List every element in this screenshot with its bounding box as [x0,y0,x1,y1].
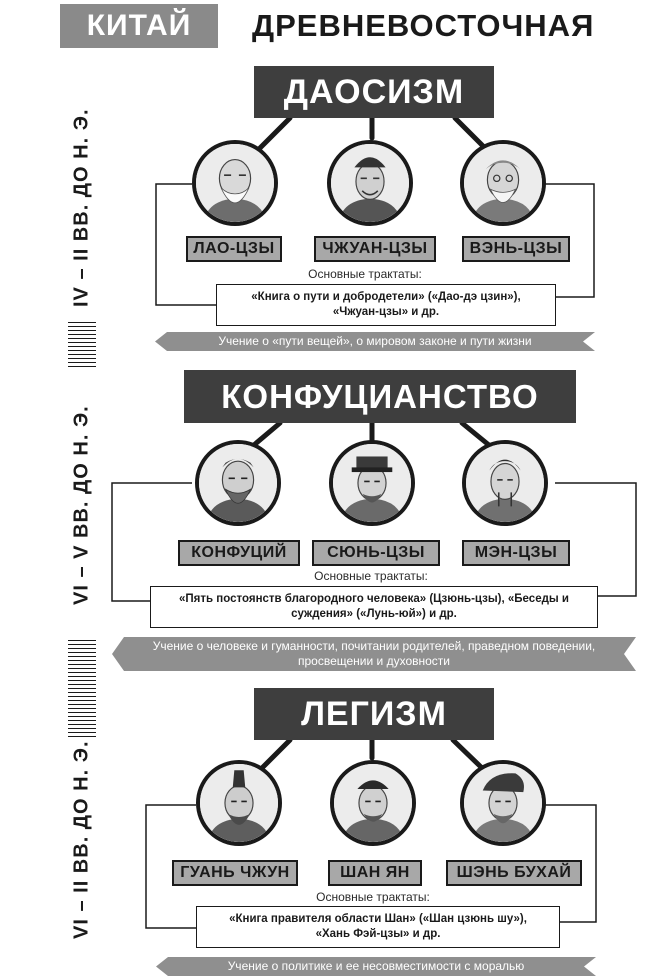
treatise-line: «Книга правителя области Шан» («Шан цзюн… [229,913,527,925]
portrait-shang-yang [330,760,416,846]
treatise-line: суждения» («Лунь-юй») и др. [291,608,457,620]
timeline-ruler [68,640,96,740]
philosopher-name: ВЭНЬ-ЦЗЫ [462,236,570,262]
timeline-ruler [68,322,96,370]
sage-portrait-icon [466,444,544,522]
philosopher-name: ШАН ЯН [328,860,422,886]
treatise-box: «Книга о пути и добродетели» («Дао-дэ цз… [216,284,556,326]
portrait-lao-tzu [192,140,278,226]
philosopher-name: ГУАНЬ ЧЖУН [172,860,298,886]
header-subtitle: ДРЕВНЕВОСТОЧНАЯ [252,8,595,43]
sage-portrait-icon [334,764,412,842]
philosopher-name: СЮНЬ-ЦЗЫ [312,540,440,566]
doctrine-ribbon: Учение о человеке и гуманности, почитани… [112,637,636,671]
sage-portrait-icon [331,144,409,222]
portrait-guan-zhong [196,760,282,846]
school-title: ДАОСИЗМ [254,66,494,118]
portrait-wen-tzu [460,140,546,226]
philosopher-name: ЛАО-ЦЗЫ [186,236,282,262]
portrait-xun-tzu [329,440,415,526]
portrait-zhuang-tzu [327,140,413,226]
sage-portrait-icon [196,144,274,222]
school-title: ЛЕГИЗМ [254,688,494,740]
treatise-box: «Пять постоянств благородного человека» … [150,586,598,628]
portrait-confucius [195,440,281,526]
doctrine-text: Учение о политике и ее несовместимости с… [227,959,525,973]
treatise-caption: Основные трактаты: [316,890,430,904]
treatise-caption: Основные трактаты: [308,267,422,281]
treatise-line: «Пять постоянств благородного человека» … [179,593,569,605]
doctrine-ribbon: Учение о политике и ее несовместимости с… [156,957,596,976]
treatise-line: «Чжуан-цзы» и др. [332,306,440,318]
doctrine-text: просвещении и духовности [298,654,450,668]
philosopher-name: ШЭНЬ БУХАЙ [446,860,582,886]
sage-portrait-icon [464,144,542,222]
timeline-label-confucianism: VI – V ВВ. ДО Н. Э. [70,405,93,605]
philosopher-name: МЭН-ЦЗЫ [462,540,570,566]
header-country-label: КИТАЙ [60,4,218,48]
sage-portrait-icon [464,764,542,842]
timeline-label-daoism: IV – II ВВ. ДО Н. Э. [70,108,93,307]
doctrine-text: Учение о человеке и гуманности, почитани… [152,639,596,653]
treatise-box: «Книга правителя области Шан» («Шан цзюн… [196,906,560,948]
philosopher-name: ЧЖУАН-ЦЗЫ [314,236,436,262]
sage-portrait-icon [333,444,411,522]
sage-portrait-icon [199,444,277,522]
portrait-shen-buhai [460,760,546,846]
treatise-caption: Основные трактаты: [314,569,428,583]
portrait-mencius [462,440,548,526]
treatise-line: «Хань Фэй-цзы» и др. [315,928,441,940]
treatise-line: «Книга о пути и добродетели» («Дао-дэ цз… [251,291,521,303]
doctrine-text: Учение о «пути вещей», о мировом законе … [218,334,532,348]
sage-portrait-icon [200,764,278,842]
doctrine-ribbon: Учение о «пути вещей», о мировом законе … [155,332,595,351]
timeline: IV – II ВВ. ДО Н. Э. VI – V ВВ. ДО Н. Э.… [62,100,102,940]
timeline-label-legalism: VI – II ВВ. ДО Н. Э. [70,740,93,940]
philosopher-name: КОНФУЦИЙ [178,540,300,566]
school-title: КОНФУЦИАНСТВО [184,370,576,423]
